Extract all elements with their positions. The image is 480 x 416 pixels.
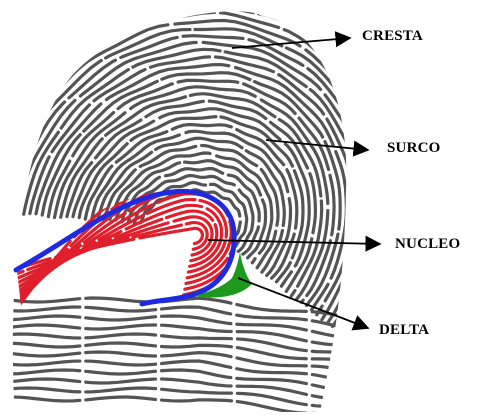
- label-nucleo: NUCLEO: [395, 236, 460, 253]
- label-surco: SURCO: [387, 140, 441, 157]
- label-delta: DELTA: [379, 322, 429, 339]
- ridge-line: [0, 0, 420, 357]
- ridge-line: [10, 352, 370, 376]
- label-cresta: CRESTA: [362, 28, 423, 45]
- ridge-line: [10, 388, 370, 408]
- fingerprint-ridges: [0, 0, 420, 416]
- ridge-line: [10, 325, 370, 346]
